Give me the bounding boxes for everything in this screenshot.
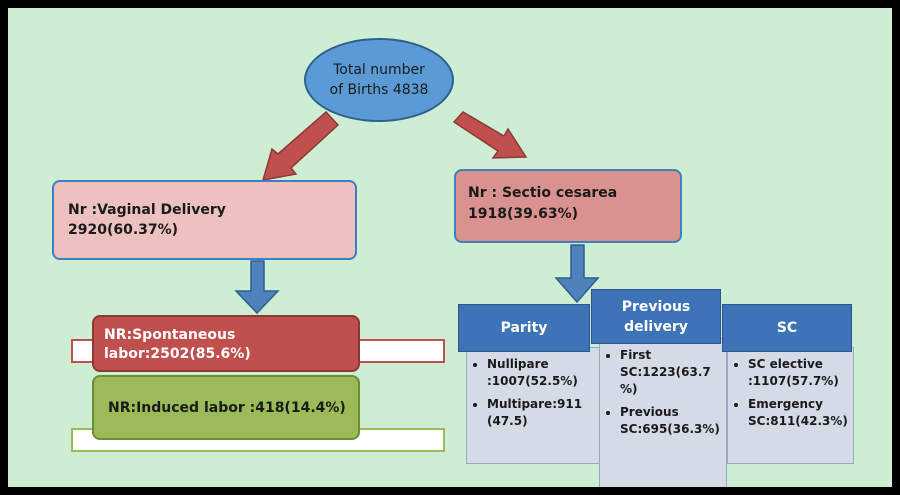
arrow-root-to-vaginal — [261, 110, 340, 181]
parity-header: Parity — [458, 304, 590, 352]
induced-text: NR:Induced labor :418(14.4%) — [108, 399, 346, 416]
parity-item-line: (47.5) — [487, 414, 528, 428]
parity-item-line: :1007(52.5%) — [487, 374, 578, 388]
arrow-root-to-cesarea — [452, 111, 528, 159]
parity-item-line: Multipare:911 — [487, 397, 583, 411]
previous-item-line: SC:1223(63.7 — [620, 365, 711, 379]
sc-header: SC — [722, 304, 852, 352]
parity-header-label: Parity — [500, 320, 548, 336]
arrow-vaginal-down — [234, 260, 280, 315]
sectio-cesarea-title: Nr : Sectio cesarea — [468, 185, 618, 201]
previous-item-line: SC:695(36.3%) — [620, 422, 720, 436]
sc-item-line: SC elective — [748, 357, 823, 371]
sc-item-line: Emergency — [748, 397, 823, 411]
parity-item-line: Nullipare — [487, 357, 549, 371]
parity-item-multipare: Multipare:911 (47.5) — [487, 396, 593, 430]
sc-item-elective: SC elective :1107(57.7%) — [748, 356, 847, 390]
spontaneous-line2: labor:2502(85.6%) — [104, 346, 251, 362]
parity-list: Nullipare :1007(52.5%) Multipare:911 (47… — [467, 348, 599, 430]
previous-item-line: %) — [620, 382, 638, 396]
sc-list: SC elective :1107(57.7%) Emergency SC:81… — [728, 348, 853, 430]
previous-item-line: Previous — [620, 405, 679, 419]
previous-item-first: First SC:1223(63.7 %) — [620, 347, 720, 398]
induced-labor-node: NR:Induced labor :418(14.4%) — [92, 375, 360, 440]
previous-delivery-header: Previous delivery — [591, 289, 721, 344]
parity-body: Nullipare :1007(52.5%) Multipare:911 (47… — [466, 347, 600, 464]
sc-item-line: SC:811(42.3%) — [748, 414, 848, 428]
previous-header-line1: Previous — [621, 298, 691, 315]
sc-item-emergency: Emergency SC:811(42.3%) — [748, 396, 848, 430]
vaginal-delivery-title: Nr :Vaginal Delivery — [68, 202, 226, 218]
arrows-layer — [234, 110, 600, 315]
spontaneous-labor-node: NR:Spontaneous labor:2502(85.6%) — [92, 315, 360, 372]
spontaneous-line1: NR:Spontaneous — [104, 327, 236, 343]
previous-delivery-list: First SC:1223(63.7 %) Previous SC:695(36… — [600, 339, 726, 438]
parity-item-nullipare: Nullipare :1007(52.5%) — [487, 356, 593, 390]
previous-item-previous: Previous SC:695(36.3%) — [620, 404, 720, 438]
previous-item-line: First — [620, 348, 652, 362]
previous-header-line2: delivery — [624, 318, 688, 335]
sc-header-label: SC — [776, 320, 798, 336]
vaginal-delivery-value: 2920(60.37%) — [68, 222, 179, 238]
sectio-cesarea-node: Nr : Sectio cesarea 1918(39.63%) — [454, 169, 682, 243]
total-births-line1: Total number — [333, 62, 425, 78]
sc-body: SC elective :1107(57.7%) Emergency SC:81… — [727, 347, 854, 464]
arrow-cesarea-down — [554, 244, 600, 304]
total-births-line2: of Births 4838 — [329, 82, 429, 98]
diagram-canvas: Total number of Births 4838 Nr :Vaginal … — [8, 8, 892, 487]
sc-item-line: :1107(57.7%) — [748, 374, 839, 388]
sectio-cesarea-value: 1918(39.63%) — [468, 206, 579, 222]
total-births-node: Total number of Births 4838 — [304, 38, 454, 122]
previous-delivery-body: First SC:1223(63.7 %) Previous SC:695(36… — [599, 338, 727, 487]
vaginal-delivery-node: Nr :Vaginal Delivery 2920(60.37%) — [52, 180, 357, 260]
